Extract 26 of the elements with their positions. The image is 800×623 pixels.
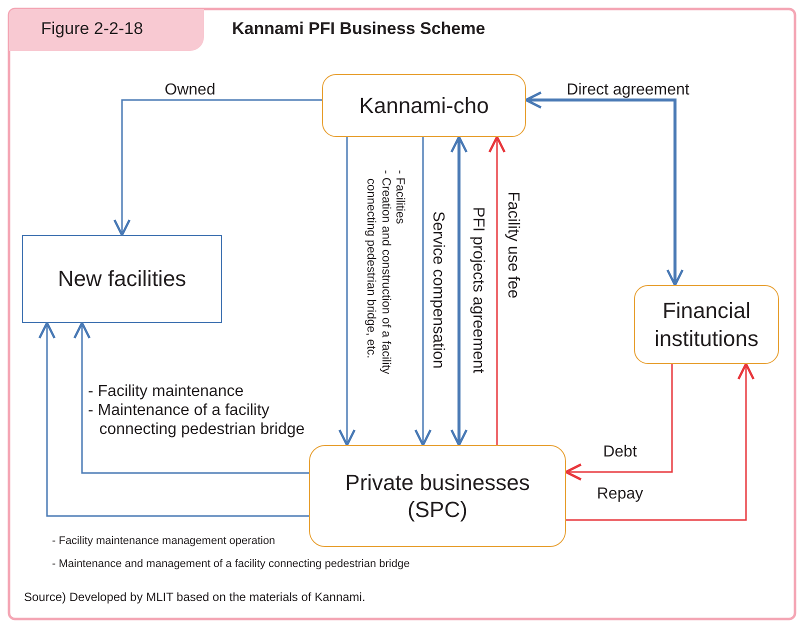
arrow: [566, 362, 755, 521]
arrow: [414, 137, 432, 446]
organization-box: Private businesses (SPC): [309, 445, 566, 547]
facility-box: New facilities: [22, 235, 222, 323]
edge-label: Repay: [596, 484, 644, 504]
figure-title: Kannami PFI Business Scheme: [232, 19, 486, 40]
edge-label: Owned: [164, 80, 216, 100]
arrow: [524, 91, 684, 286]
source-note: Source) Developed by MLIT based on the materials of Kannami.: [24, 590, 366, 604]
edge-label: - Facilities - Creation and construction of a facility connecting pedestrian bridge, etc.: [364, 170, 408, 376]
edge-label: Direct agreement: [566, 80, 690, 100]
organization-box: Kannami-cho: [322, 74, 526, 137]
edge-label: Service compensation: [428, 211, 448, 369]
edge-label: Debt: [603, 442, 637, 462]
organization-box: Financial institutions: [634, 285, 779, 364]
edge-label: Facility use fee: [504, 192, 523, 298]
edge-label: - Facility maintenance - Maintenance of a facility connecting pedestrian bridge: [88, 382, 306, 440]
arrow: [38, 322, 309, 517]
arrow: [488, 136, 506, 445]
figure-number-tab: Figure 2-2-18: [9, 9, 204, 51]
arrow: [73, 322, 309, 474]
arrow: [113, 99, 322, 236]
arrow: [564, 364, 673, 481]
arrow: [338, 137, 356, 446]
arrow: [450, 136, 468, 446]
edge-label: PFI projects agreement: [468, 206, 488, 374]
